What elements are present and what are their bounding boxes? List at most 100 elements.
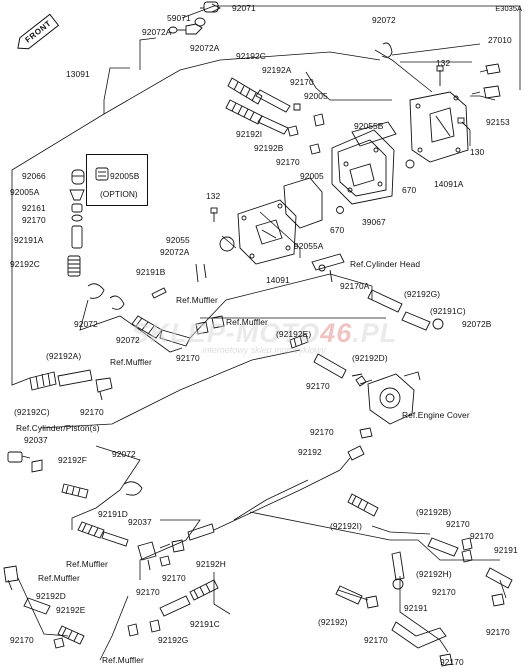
part-label-92170[interactable]: 92170 (364, 635, 388, 645)
part-label-92153[interactable]: 92153 (486, 117, 510, 127)
part-label-92191[interactable]: 92191 (404, 603, 428, 613)
part-label-92072[interactable]: 92072 (74, 319, 98, 329)
reference-muffler[interactable]: Ref.Muffler (38, 573, 80, 583)
part-label-92192d[interactable]: (92192D) (352, 353, 388, 363)
reference-cylinder-piston[interactable]: Ref.Cylinder/Piston(s) (16, 423, 100, 433)
clip-92170-low-a (159, 539, 185, 567)
part-label-92170a[interactable]: 92170A (340, 281, 370, 291)
part-label-92170[interactable]: 92170 (470, 531, 494, 541)
part-label-92072[interactable]: 92072 (116, 335, 140, 345)
part-label-92170[interactable]: 92170 (136, 587, 160, 597)
part-label-92005a[interactable]: 92005A (10, 187, 40, 197)
part-label-92005[interactable]: 92005 (304, 91, 328, 101)
part-label-92191c[interactable]: 92191C (190, 619, 220, 629)
clips-92170-top (287, 103, 301, 137)
part-label-92192d[interactable]: 92192D (36, 591, 66, 601)
part-label-13091[interactable]: 13091 (66, 69, 90, 79)
part-label-92191d[interactable]: 92191D (98, 509, 128, 519)
reference-muffler[interactable]: Ref.Muffler (102, 655, 144, 665)
part-label-92192h[interactable]: (92192H) (416, 569, 452, 579)
part-label-92170[interactable]: 92170 (162, 573, 186, 583)
part-label-670[interactable]: 670 (402, 185, 417, 195)
part-label-92192a[interactable]: 92192A (262, 65, 292, 75)
part-label-92170[interactable]: 92170 (276, 157, 300, 167)
part-label-92170[interactable]: 92170 (10, 635, 34, 645)
part-label-92192i[interactable]: (92192I) (330, 521, 362, 531)
part-label-92192b[interactable]: 92192B (254, 143, 284, 153)
fitting-muffler-bottom-left (3, 565, 19, 591)
part-label-92192c[interactable]: 92192C (10, 259, 40, 269)
part-label-92170[interactable]: 92170 (290, 77, 314, 87)
oring-92055 (219, 236, 235, 252)
reference-muffler[interactable]: Ref.Muffler (176, 295, 218, 305)
part-label-92170[interactable]: 92170 (80, 407, 104, 417)
part-label-92055[interactable]: 92055 (166, 235, 190, 245)
part-label-132[interactable]: 132 (436, 58, 451, 68)
reference-muffler[interactable]: Ref.Muffler (110, 357, 152, 367)
part-label-92191a[interactable]: 92191A (14, 235, 44, 245)
part-label-132[interactable]: 132 (206, 191, 221, 201)
part-label-92192c[interactable]: (92192C) (14, 407, 50, 417)
part-label-92055b[interactable]: 92055B (354, 121, 384, 131)
sensor-27010 (471, 63, 501, 99)
part-label-92192c[interactable]: 92192C (236, 51, 266, 61)
part-label-14091[interactable]: 14091 (266, 275, 290, 285)
part-label-92191c[interactable]: (92191C) (430, 306, 466, 316)
part-label-92191b[interactable]: 92191B (136, 267, 166, 277)
gasket-92055a (283, 177, 323, 229)
reference-muffler[interactable]: Ref.Muffler (226, 317, 268, 327)
part-label-92192g[interactable]: (92192G) (404, 289, 441, 299)
hose-92192e-right (289, 333, 309, 349)
hose-92192-lower (335, 585, 379, 609)
part-label-92072a[interactable]: 92072A (160, 247, 190, 257)
part-label-39067[interactable]: 39067 (362, 217, 386, 227)
part-label-92071[interactable]: 92071 (232, 3, 256, 13)
part-label-92005[interactable]: 92005 (300, 171, 324, 181)
reference-cylinder-head[interactable]: Ref.Cylinder Head (350, 259, 421, 269)
part-label-92170[interactable]: 92170 (446, 519, 470, 529)
part-label-27010[interactable]: 27010 (488, 35, 512, 45)
part-label-92191[interactable]: 92191 (494, 545, 518, 555)
reference-muffler[interactable]: Ref.Muffler (66, 559, 108, 569)
reference-engine-cover[interactable]: Ref.Engine Cover (402, 410, 470, 420)
part-label-92192[interactable]: 92192 (298, 447, 322, 457)
part-label-92192b[interactable]: (92192B) (416, 507, 452, 517)
part-label-92170[interactable]: 92170 (306, 381, 330, 391)
reed-plate-14091 (237, 199, 297, 265)
part-label-92037[interactable]: 92037 (24, 435, 48, 445)
part-label-92192[interactable]: (92192) (318, 617, 348, 627)
part-label-92170[interactable]: 92170 (486, 627, 510, 637)
hose-92191-bend (391, 621, 447, 649)
part-label-92005b[interactable]: 92005B (110, 171, 140, 181)
part-label-14091a[interactable]: 14091A (434, 179, 464, 189)
hose-92192 (347, 445, 365, 461)
part-label-92192h[interactable]: 92192H (196, 559, 226, 569)
cover-14091a (409, 91, 469, 163)
part-label-92072a[interactable]: 92072A (190, 43, 220, 53)
part-label-92072a[interactable]: 92072A (142, 27, 172, 37)
part-label-92055a[interactable]: 92055A (294, 241, 324, 251)
part-label-130[interactable]: 130 (470, 147, 485, 157)
part-label-59071[interactable]: 59071 (167, 13, 191, 23)
part-label-92192i[interactable]: 92192I (236, 129, 263, 139)
clips-92170-lower-right (461, 537, 473, 563)
part-label-92072[interactable]: 92072 (372, 15, 396, 25)
part-label-92170[interactable]: 92170 (22, 215, 46, 225)
part-label-92170[interactable]: 92170 (176, 353, 200, 363)
part-label-92072[interactable]: 92072 (112, 449, 136, 459)
part-label-92192f[interactable]: 92192F (58, 455, 88, 465)
part-label-92072b[interactable]: 92072B (462, 319, 492, 329)
part-label-670[interactable]: 670 (330, 225, 345, 235)
part-label-92192g[interactable]: 92192G (158, 635, 189, 645)
part-label-92161[interactable]: 92161 (22, 203, 46, 213)
part-label-92170[interactable]: 92170 (432, 587, 456, 597)
fitting-cylinder-92037 (7, 451, 43, 473)
part-label-92170[interactable]: 92170 (440, 657, 464, 667)
part-label-92170[interactable]: 92170 (310, 427, 334, 437)
part-label-92192e[interactable]: (92192E) (276, 329, 312, 339)
hose-92191-lower-right (485, 567, 513, 607)
part-label-92066[interactable]: 92066 (22, 171, 46, 181)
part-label-92192e[interactable]: 92192E (56, 605, 86, 615)
part-label-92192a[interactable]: (92192A) (46, 351, 82, 361)
part-label-92037[interactable]: 92037 (128, 517, 152, 527)
